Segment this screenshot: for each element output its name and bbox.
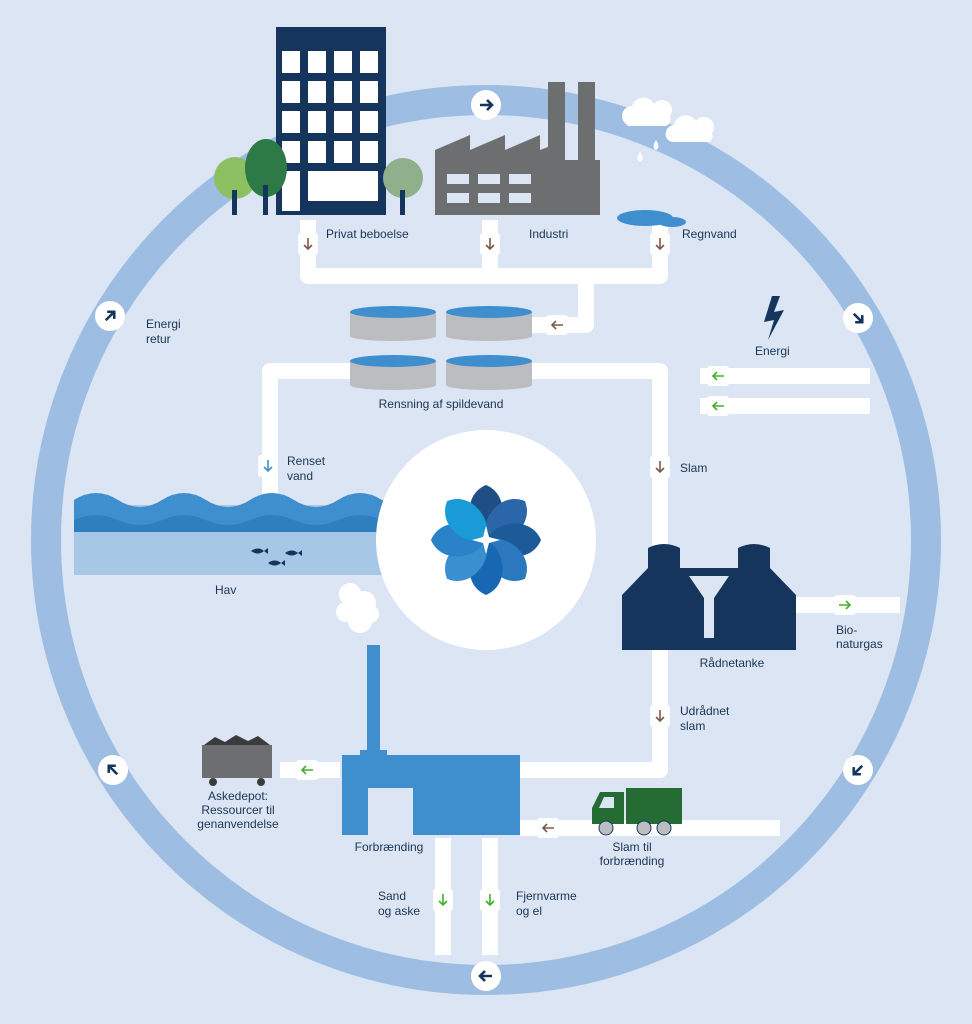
apartment-building (214, 27, 423, 215)
label-treatment: Rensning af spildevand (379, 397, 504, 411)
label-digesters: Rådnetanke (700, 656, 765, 670)
label-rainwater: Regnvand (682, 227, 737, 241)
label-sand-ash-2: og aske (378, 904, 420, 918)
ring-arrow-icon (469, 959, 503, 993)
flow-arrow-right (833, 594, 857, 616)
label-ash-depot: Askedepot: (208, 789, 268, 803)
factory (435, 82, 600, 215)
label-private-housing: Privat beboelse (326, 227, 409, 241)
flow-arrow-down (479, 232, 501, 256)
label-incineration: Forbrænding (355, 840, 424, 854)
cloud-icon (622, 97, 714, 162)
label-energy: Energi (755, 344, 790, 358)
flow-arrow-down (649, 704, 671, 728)
label-sand-ash: Sand (378, 889, 406, 903)
lightning-icon (764, 296, 784, 340)
label-sludge-to-incineration-2: forbrænding (600, 854, 665, 868)
label-biogas: Bio- (836, 623, 857, 637)
label-biogas-2: naturgas (836, 637, 883, 651)
label-district-heat: Fjernvarme (516, 889, 577, 903)
rain-puddle-small (658, 217, 686, 227)
incineration-plant (336, 583, 520, 835)
flow-arrow-down (257, 454, 279, 478)
flow-arrow-down (649, 455, 671, 479)
label-energy-return-2: retur (146, 332, 171, 346)
ash-cart-icon (202, 735, 272, 786)
flow-arrow-left (536, 817, 560, 839)
label-district-heat-2: og el (516, 904, 542, 918)
label-sea: Hav (215, 583, 236, 597)
label-cleaned-water-2: vand (287, 469, 313, 483)
flow-arrow-left (706, 395, 730, 417)
flow-arrow-left (295, 759, 319, 781)
label-ash-depot-2: Ressourcer til (201, 803, 274, 817)
label-cleaned-water: Renset (287, 454, 326, 468)
flow-arrow-left (545, 314, 569, 336)
flower-logo-icon (431, 485, 541, 595)
flow-arrow-down (649, 232, 671, 256)
label-energy-return: Energi (146, 317, 181, 331)
smoke-icon (336, 583, 379, 633)
flow-arrow-down (479, 888, 501, 912)
sea (74, 493, 418, 575)
flow-arrow-down (432, 888, 454, 912)
digester-tanks (622, 544, 796, 650)
label-digested-sludge: Udrådnet (680, 704, 730, 718)
flow-arrow-down (297, 232, 319, 256)
label-digested-sludge-2: slam (680, 719, 705, 733)
label-sludge: Slam (680, 461, 707, 475)
ring-arrow-icon (469, 88, 503, 122)
flow-arrow-left (706, 365, 730, 387)
label-ash-depot-3: genanvendelse (197, 817, 279, 831)
treatment-tanks (350, 306, 532, 390)
truck-icon (592, 788, 682, 836)
label-sludge-to-incineration: Slam til (612, 840, 651, 854)
label-industry: Industri (529, 227, 568, 241)
